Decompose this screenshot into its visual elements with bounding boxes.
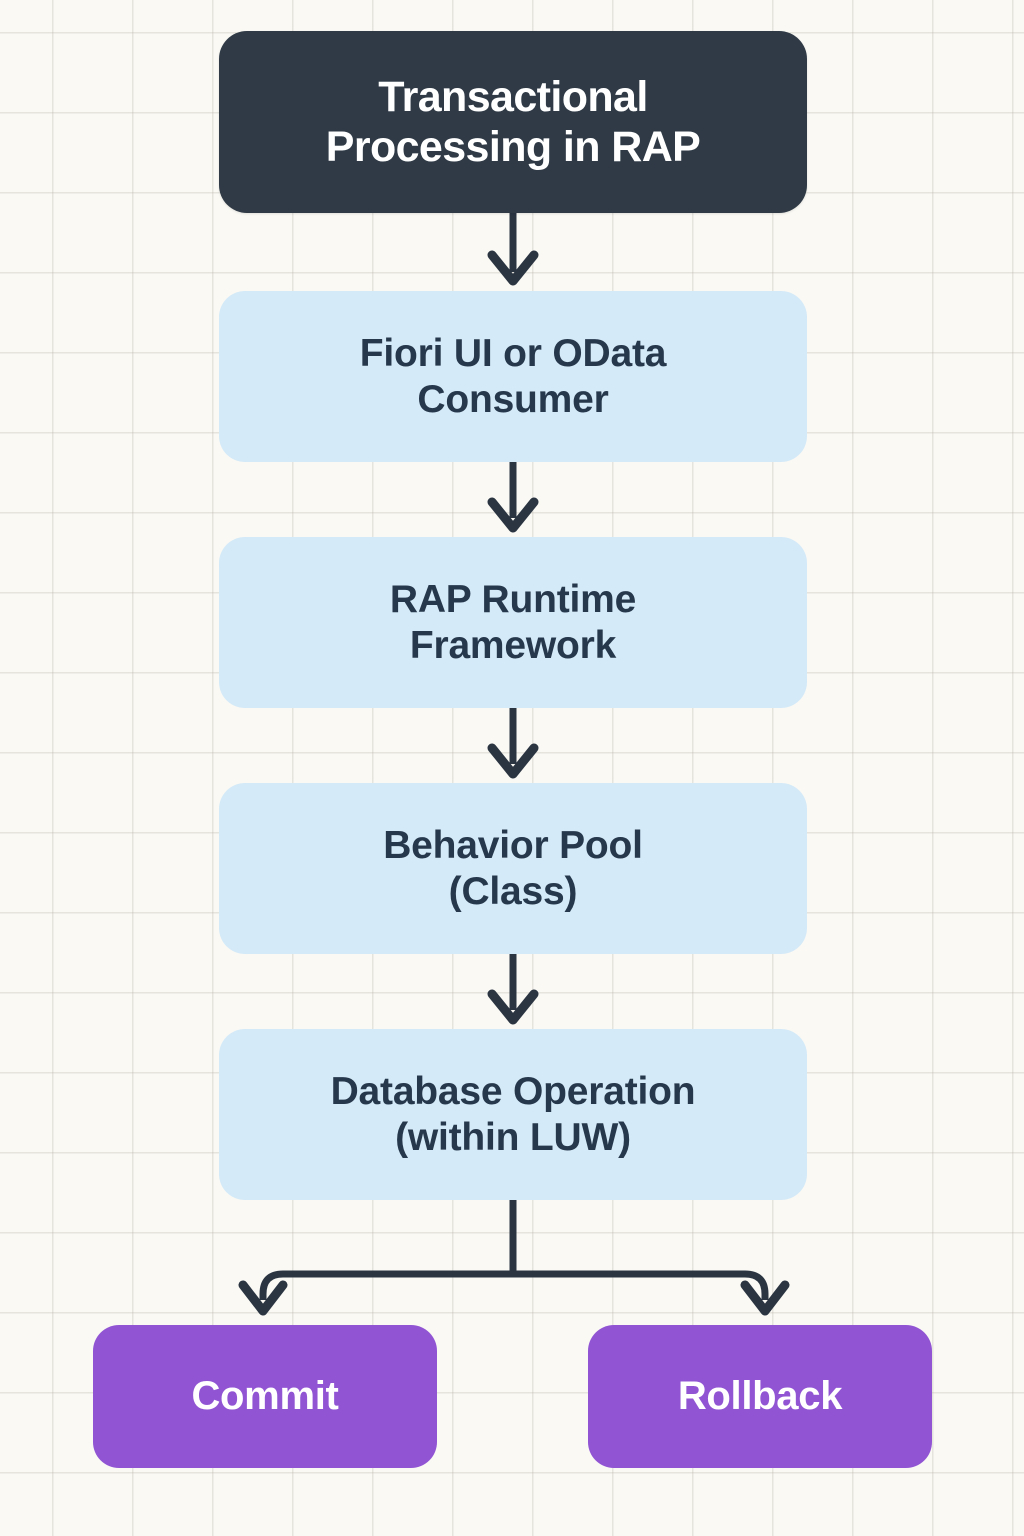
edge-title-to-fiori <box>487 213 539 286</box>
edge-fiori-to-runtime <box>487 462 539 533</box>
node-database-operation-within-luw: Database Operation (within LUW) <box>219 1029 807 1200</box>
node-fiori-ui-odata-consumer-label: Fiori UI or OData Consumer <box>359 331 667 421</box>
node-fiori-ui-odata-consumer: Fiori UI or OData Consumer <box>219 291 807 462</box>
edge-behavior-to-database <box>487 954 539 1025</box>
node-database-operation-within-luw-label: Database Operation (within LUW) <box>330 1069 696 1159</box>
edge-database-to-commit <box>238 1270 513 1316</box>
node-behavior-pool-class-label: Behavior Pool (Class) <box>383 823 643 913</box>
node-rollback-label: Rollback <box>677 1374 843 1419</box>
edge-database-to-rollback <box>513 1270 790 1316</box>
node-behavior-pool-class: Behavior Pool (Class) <box>219 783 807 954</box>
node-commit-label: Commit <box>191 1374 339 1419</box>
node-commit: Commit <box>93 1325 437 1468</box>
node-rap-runtime-framework-label: RAP Runtime Framework <box>389 577 637 667</box>
node-rollback: Rollback <box>588 1325 932 1468</box>
node-rap-runtime-framework: RAP Runtime Framework <box>219 537 807 708</box>
edge-runtime-to-behavior <box>487 708 539 779</box>
node-title: Transactional Processing in RAP <box>219 31 807 213</box>
node-title-label: Transactional Processing in RAP <box>325 72 701 171</box>
